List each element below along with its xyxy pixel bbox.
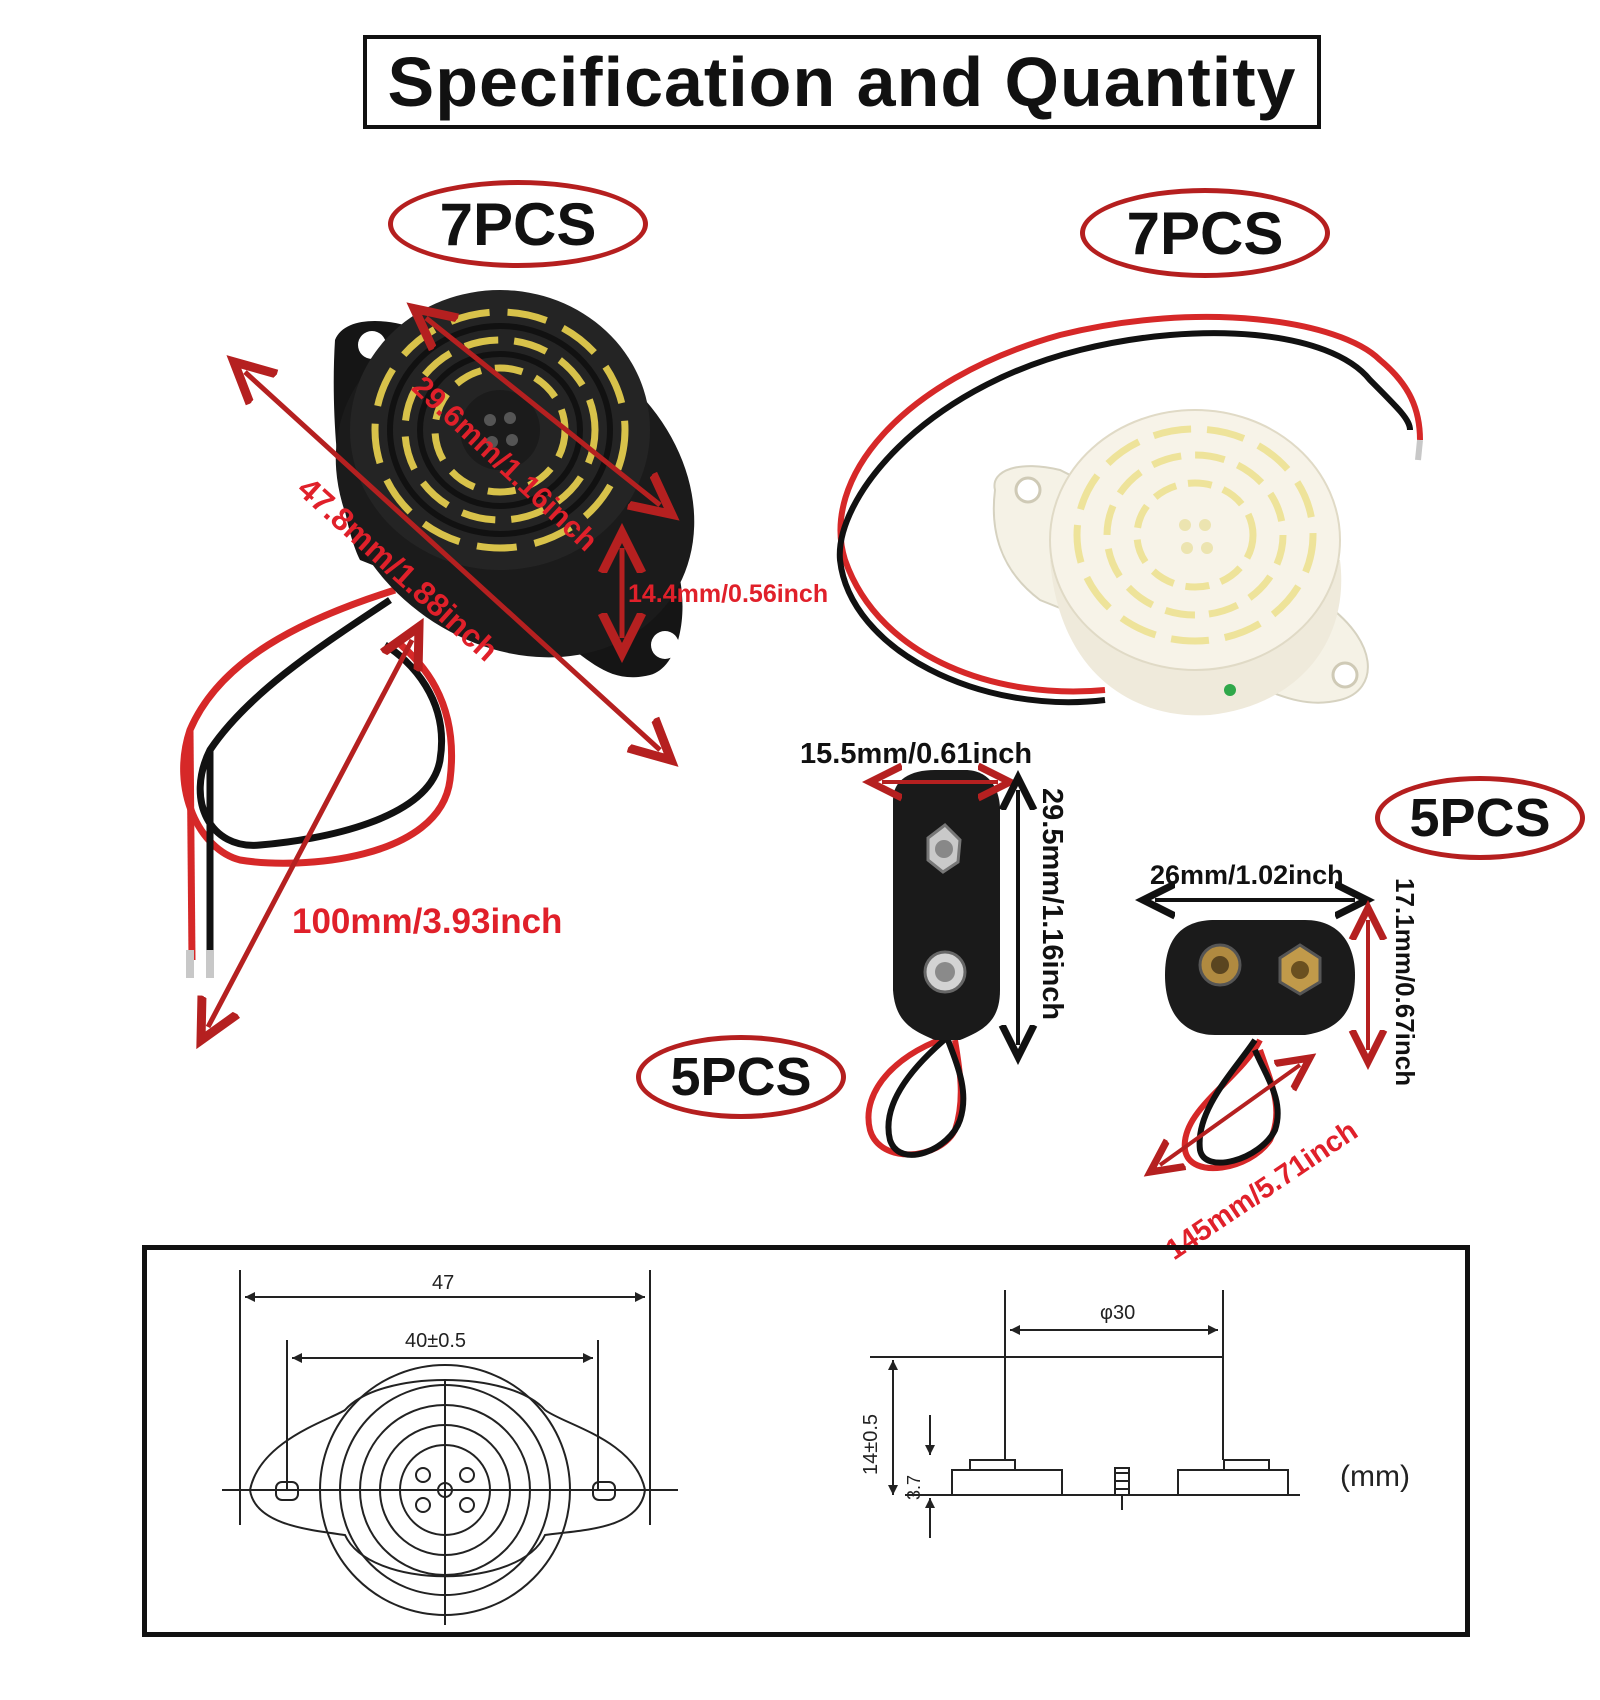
qty-snap-clip-horizontal: 5PCS — [1375, 776, 1585, 860]
label-clip2-width: 26mm/1.02inch — [1150, 860, 1344, 890]
technical-drawing-frame — [142, 1245, 1470, 1637]
page-title: Specification and Quantity — [387, 43, 1297, 121]
label-clip-width: 15.5mm/0.61inch — [800, 738, 1033, 770]
label-buzzer-height: 14.4mm/0.56inch — [628, 580, 829, 608]
drawing-unit: (mm) — [1340, 1460, 1410, 1493]
qty-snap-clip-vertical: 5PCS — [636, 1035, 846, 1119]
title-box: Specification and Quantity — [363, 35, 1321, 129]
label-buzzer-wire: 100mm/3.93inch — [292, 902, 563, 941]
drawing-hole-spacing: 40±0.5 — [405, 1330, 467, 1352]
drawing-overall-width: 47 — [432, 1272, 455, 1294]
qty-black-buzzer: 7PCS — [388, 180, 648, 268]
white-buzzer-image — [836, 313, 1423, 716]
drawing-height: 14±0.5 — [860, 1413, 882, 1475]
qty-white-buzzer: 7PCS — [1080, 188, 1330, 278]
drawing-base-height: 3.7 — [904, 1474, 924, 1500]
drawing-diameter: φ30 — [1100, 1302, 1136, 1324]
snap-clip-vertical-image — [865, 770, 1000, 1158]
